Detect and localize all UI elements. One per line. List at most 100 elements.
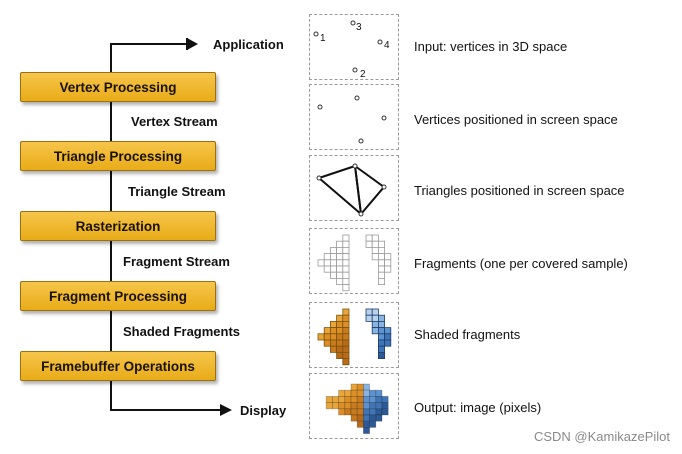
shaded-fragment-left-cell (336, 320, 344, 328)
fragment-left-cell (336, 271, 344, 279)
output-pixel (338, 402, 346, 410)
output-pixel (369, 420, 377, 428)
output-pixel (344, 389, 352, 397)
fragment-left-cell (342, 259, 350, 267)
shaded-fragment-left-cell (342, 339, 350, 347)
fragment-left-cell (342, 253, 350, 261)
shaded-fragment-right-cell (371, 320, 379, 328)
fragment-left-cell (329, 246, 337, 254)
shaded-fragment-left-cell (342, 358, 350, 366)
fragment-right-cell (365, 240, 373, 248)
output-pixel (356, 402, 364, 410)
shaded-fragment-left-cell (336, 352, 344, 360)
stream-vertex: Vertex Stream (131, 114, 218, 129)
fragment-left-cell (329, 271, 337, 279)
stream-triangle: Triangle Stream (128, 184, 226, 199)
output-pixel (363, 427, 371, 435)
output-pixel (363, 395, 371, 403)
fragment-right-cell (378, 278, 386, 286)
output-pixel (363, 383, 371, 391)
output-pixel (375, 414, 383, 422)
shaded-fragment-left-cell (342, 345, 350, 353)
shaded-fragment-right-cell (365, 314, 373, 322)
shaded-fragment-left-cell (342, 314, 350, 322)
watermark: CSDN @KamikazePilot (533, 429, 670, 444)
shaded-fragment-left-cell (336, 333, 344, 341)
shaded-fragment-left-cell (317, 333, 325, 341)
output-pixel (375, 408, 383, 416)
fragment-left-cell (317, 259, 325, 267)
desc-screen-vertices: Vertices positioned in screen space (414, 112, 618, 127)
output-pixel (325, 395, 333, 403)
fragment-right-cell (365, 234, 373, 242)
fragment-left-cell (336, 265, 344, 273)
shaded-fragment-right-cell (378, 339, 386, 347)
shaded-fragment-left-cell (336, 327, 344, 335)
output-pixel (331, 395, 339, 403)
fragment-left-cell (323, 253, 331, 261)
fragment-left-cell (342, 278, 350, 286)
fragment-right-cell (378, 246, 386, 254)
shaded-fragment-left-cell (342, 333, 350, 341)
fragment-left-cell (329, 265, 337, 273)
stage-rasterization: Rasterization (20, 211, 216, 241)
shaded-fragment-left-cell (329, 333, 337, 341)
panel-input-vertices: 1 3 4 2 (309, 14, 399, 80)
output-pixel (381, 402, 389, 410)
application-connector (110, 43, 196, 72)
output-pixel (338, 389, 346, 397)
output-pixel (356, 408, 364, 416)
output-pixel (350, 414, 358, 422)
shaded-fragment-right-cell (378, 333, 386, 341)
fragment-left-cell (342, 234, 350, 242)
shaded-fragment-left-cell (342, 320, 350, 328)
shaded-fragment-left-cell (336, 345, 344, 353)
output-pixel (375, 402, 383, 410)
output-pixel (350, 395, 358, 403)
stage-triangle-processing: Triangle Processing (20, 141, 216, 171)
output-pixel (363, 420, 371, 428)
output-pixel (375, 389, 383, 397)
fragment-left-cell (336, 253, 344, 261)
output-pixel (331, 402, 339, 410)
vertex-label-3: 3 (356, 22, 362, 33)
panel-screen-vertices (309, 84, 399, 150)
vertex-label-4: 4 (384, 40, 390, 51)
output-pixel (350, 383, 358, 391)
output-pixel (350, 408, 358, 416)
shaded-fragment-right-cell (378, 314, 386, 322)
shaded-fragment-left-cell (323, 333, 331, 341)
shaded-fragment-left-cell (342, 327, 350, 335)
panel-shaded-fragments (309, 302, 399, 368)
fragment-right-cell (384, 253, 392, 261)
output-pixel (338, 408, 346, 416)
shaded-fragment-left-cell (336, 339, 344, 347)
output-pixel (350, 389, 358, 397)
panel-triangles (309, 155, 399, 221)
output-pixel (356, 395, 364, 403)
output-pixel (363, 408, 371, 416)
vertex-label-2: 2 (360, 69, 366, 80)
fragment-left-cell (323, 259, 331, 267)
fragment-right-cell (378, 253, 386, 261)
desc-input-vertices: Input: vertices in 3D space (414, 39, 568, 54)
fragment-left-cell (342, 240, 350, 248)
output-pixel (344, 408, 352, 416)
desc-fragments: Fragments (one per covered sample) (414, 256, 628, 271)
shaded-fragment-right-cell (384, 333, 392, 341)
application-label: Application (213, 37, 284, 52)
output-pixel (350, 402, 358, 410)
shaded-fragment-left-cell (323, 339, 331, 347)
stream-fragment: Fragment Stream (123, 254, 230, 269)
stage-vertex-processing: Vertex Processing (20, 72, 216, 102)
output-pixel (356, 389, 364, 397)
shaded-fragment-left-cell (329, 320, 337, 328)
fragment-left-cell (342, 246, 350, 254)
output-pixel (363, 414, 371, 422)
fragment-right-cell (384, 265, 392, 273)
fragment-right-cell (384, 259, 392, 267)
shaded-fragment-left-cell (323, 327, 331, 335)
output-pixel (338, 395, 346, 403)
shaded-fragment-right-cell (371, 327, 379, 335)
